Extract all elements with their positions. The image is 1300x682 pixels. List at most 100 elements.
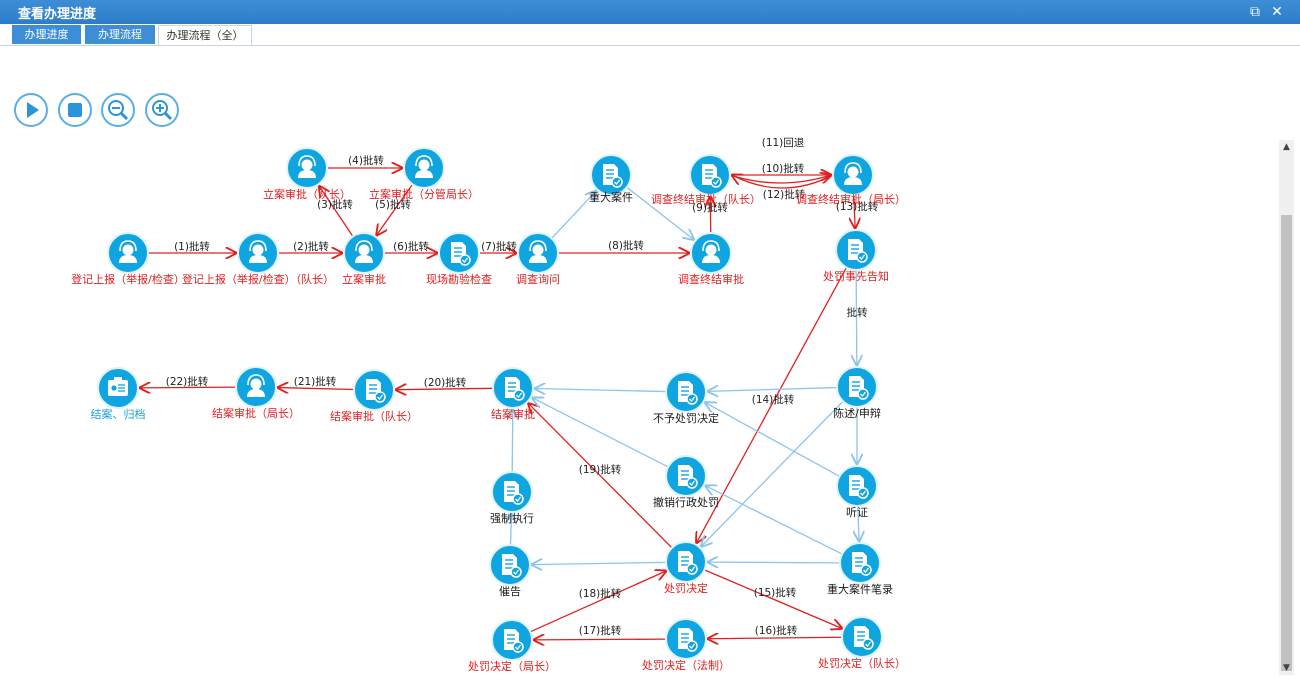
flow-node[interactable]: 结案审批（队长） — [330, 369, 418, 423]
edge-n23-n19 — [706, 486, 843, 555]
flow-node[interactable]: 处罚决定（局长） — [468, 619, 556, 673]
edge-label: (19)批转 — [579, 463, 622, 476]
edge-n11-n12 — [854, 194, 855, 228]
edge-n12-n13 — [856, 269, 857, 365]
flow-node[interactable]: 立案审批（分管局长） — [369, 147, 479, 201]
edge-label: (4)批转 — [348, 154, 384, 167]
flow-node[interactable]: 处罚决定（队长） — [818, 616, 906, 670]
edge-label: (16)批转 — [755, 624, 798, 637]
edge-n13-n22 — [701, 400, 844, 546]
flow-node[interactable]: 重大案件笔录 — [827, 542, 893, 596]
user-icon — [355, 240, 373, 263]
edge-n21-n15 — [512, 410, 513, 473]
document-check-icon — [366, 379, 386, 403]
node-label: 处罚决定（队长） — [818, 656, 906, 670]
flow-node[interactable]: 处罚决定（法制） — [642, 618, 730, 672]
edge-label: (18)批转 — [579, 587, 622, 600]
node-label: 登记上报（举报/检查）（队长） — [182, 272, 334, 286]
zoom-out-icon[interactable] — [101, 93, 135, 127]
edge-n22-n24 — [532, 562, 667, 564]
flow-node[interactable]: 立案审批 — [342, 232, 386, 286]
node-label: 重大案件 — [589, 190, 633, 204]
edge-label: (15)批转 — [754, 586, 797, 599]
document-check-icon — [451, 242, 471, 266]
node-label: 重大案件笔录 — [827, 582, 893, 596]
flow-node[interactable]: 催告 — [489, 544, 531, 598]
tab-flow-full[interactable]: 办理流程（全） — [158, 25, 252, 45]
edge-n23-n22 — [708, 562, 841, 563]
edge-n4-n5 — [377, 183, 413, 235]
flow-node[interactable]: 调查终结审批 — [678, 232, 744, 286]
edge-n7-n8 — [551, 191, 596, 239]
edge-n22-n15 — [529, 404, 673, 549]
node-label: 立案审批（分管局长） — [369, 187, 479, 201]
edge-n13-n14 — [708, 388, 838, 392]
document-check-icon — [678, 465, 698, 489]
workflow-diagram: (1)批转(2)批转(3)批转(4)批转(5)批转(6)批转(7)批转(8)批转… — [71, 137, 906, 673]
document-check-icon — [848, 239, 868, 263]
node-label: 处罚决定（局长） — [468, 659, 556, 673]
flow-node[interactable]: 结案、归档 — [91, 367, 146, 421]
node-label: 结案审批（局长） — [212, 406, 300, 420]
flow-node[interactable]: 不予处罚决定 — [653, 371, 719, 425]
document-check-icon — [504, 481, 524, 505]
flow-node[interactable]: 登记上报（举报/检查）（队长） — [182, 232, 334, 286]
flow-node[interactable]: 调查询问 — [516, 232, 560, 286]
edge-n22-n27 — [704, 569, 841, 629]
edge-label: (10)批转 — [762, 162, 805, 175]
stop-icon[interactable] — [58, 93, 92, 127]
edge-label: (17)批转 — [579, 624, 622, 637]
flow-node[interactable]: 强制执行 — [490, 471, 534, 525]
flow-node[interactable]: 处罚事先告知 — [823, 229, 889, 283]
node-label: 登记上报（举报/检查） — [71, 272, 185, 286]
edge-n24-n21 — [511, 514, 512, 546]
scroll-down-icon[interactable]: ▼ — [1283, 663, 1290, 673]
archive-icon — [108, 377, 128, 396]
zoom-in-icon[interactable] — [145, 93, 179, 127]
edge-n26-n25 — [534, 639, 667, 640]
user-icon — [844, 162, 862, 185]
document-check-icon — [502, 554, 522, 578]
node-label: 处罚决定 — [664, 581, 708, 595]
node-label: 结案审批（队长） — [330, 409, 418, 423]
flow-node[interactable]: 听证 — [836, 465, 878, 519]
window-title: 查看办理进度 — [18, 7, 97, 22]
window-titlebar: 查看办理进度 ⧉ ✕ — [0, 0, 1300, 24]
scroll-thumb[interactable] — [1281, 215, 1292, 671]
flow-node[interactable]: 现场勘验检查 — [426, 232, 492, 286]
flow-node[interactable]: 立案审批（队长） — [263, 147, 351, 201]
tab-progress[interactable]: 办理进度 — [12, 25, 81, 44]
document-check-icon — [504, 629, 524, 653]
flow-node[interactable]: 调查终结审批（队长） — [651, 154, 761, 206]
document-check-icon — [702, 164, 722, 188]
scroll-up-icon[interactable]: ▲ — [1283, 142, 1290, 152]
edge-n11-n10 — [732, 175, 834, 189]
flow-node[interactable]: 结案审批（局长） — [212, 366, 300, 420]
flow-node[interactable]: 处罚决定 — [664, 541, 708, 595]
play-icon[interactable] — [14, 93, 48, 127]
edge-label: (21)批转 — [294, 375, 337, 388]
tab-flow[interactable]: 办理流程 — [85, 25, 155, 44]
flow-node[interactable]: 登记上报（举报/检查） — [71, 232, 185, 286]
flow-node[interactable]: 调查终结审批（局长） — [796, 154, 906, 206]
edge-n15-n16 — [396, 388, 494, 389]
edge-label: (6)批转 — [393, 240, 429, 253]
edge-n5-n3 — [319, 186, 354, 237]
node-label: 调查终结审批（队长） — [651, 192, 761, 206]
edge-label: (9)批转 — [692, 201, 728, 214]
user-icon — [119, 240, 137, 263]
edge-label: (3)批转 — [317, 198, 353, 211]
edge-label: (5)批转 — [375, 198, 411, 211]
node-label: 处罚事先告知 — [823, 269, 889, 283]
flow-node[interactable]: 撤销行政处罚 — [653, 455, 719, 509]
flow-node[interactable]: 陈述/申辩 — [833, 366, 881, 420]
flow-node[interactable]: 结案审批 — [491, 367, 535, 421]
vertical-scrollbar[interactable]: ▲ ▼ — [1279, 140, 1294, 675]
edge-n27-n26 — [708, 637, 843, 639]
flow-node[interactable]: 重大案件 — [589, 154, 633, 204]
close-icon[interactable]: ✕ — [1271, 4, 1283, 20]
user-icon — [247, 374, 265, 397]
restore-icon[interactable]: ⧉ — [1250, 4, 1260, 20]
document-check-icon — [678, 628, 698, 652]
edge-n20-n14 — [705, 403, 840, 477]
